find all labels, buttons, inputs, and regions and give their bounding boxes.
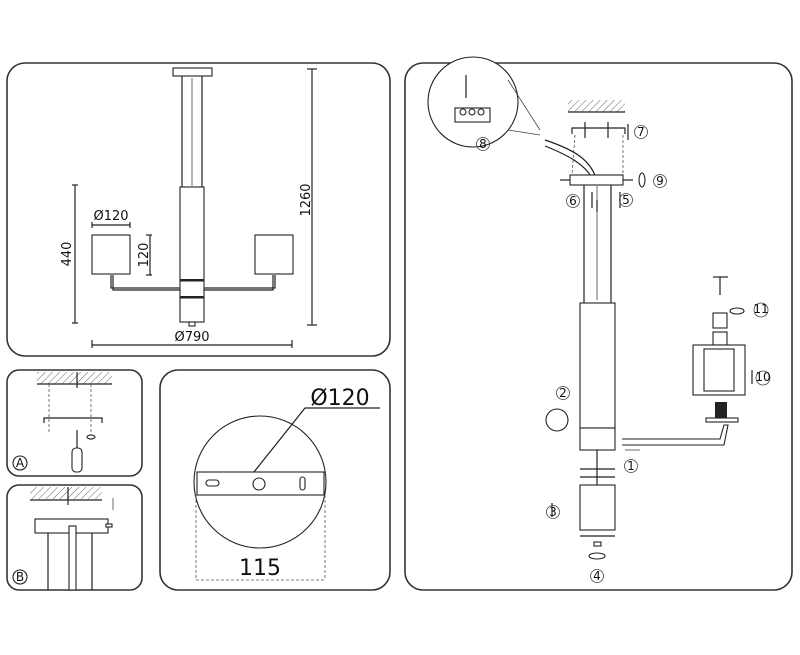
step-1-label: 1 <box>627 459 635 473</box>
dimension-lines <box>72 68 317 348</box>
step-8-label: 8 <box>479 137 487 151</box>
step-6-label: 6 <box>569 194 577 208</box>
step-10-label: 10 <box>755 370 770 384</box>
step-11-label: 11 <box>753 302 768 316</box>
step-7-label: 7 <box>637 125 645 139</box>
span-diameter-label: Ø790 <box>174 330 209 345</box>
step-5-label: 5 <box>622 193 630 207</box>
assembly-panel: 1 2 3 4 5 6 7 8 9 10 11 <box>404 56 793 591</box>
chandelier-drawing <box>91 67 294 327</box>
height-total-label: 1260 <box>299 183 314 216</box>
dimensions-panel: 1260 440 120 Ø120 Ø790 <box>6 62 391 357</box>
step-b-label: B <box>16 570 24 584</box>
step-panel-b: B <box>6 484 143 591</box>
shade-height-label: 120 <box>137 243 152 268</box>
step-a-label: A <box>16 456 25 470</box>
bracket-spacing-label: 115 <box>239 556 281 581</box>
step-3-label: 3 <box>549 505 557 519</box>
canopy-diameter-label: Ø120 <box>310 386 369 411</box>
step-9-label: 9 <box>656 174 664 188</box>
shade-diameter-label: Ø120 <box>93 209 128 224</box>
step-panel-a: A <box>6 369 143 477</box>
step-2-label: 2 <box>559 386 567 400</box>
canopy-panel: Ø120 115 <box>159 369 391 591</box>
step-4-label: 4 <box>593 569 601 583</box>
step-markers: 1 2 3 4 5 6 7 8 9 10 11 <box>476 125 771 583</box>
height-lamp-label: 440 <box>60 242 75 267</box>
